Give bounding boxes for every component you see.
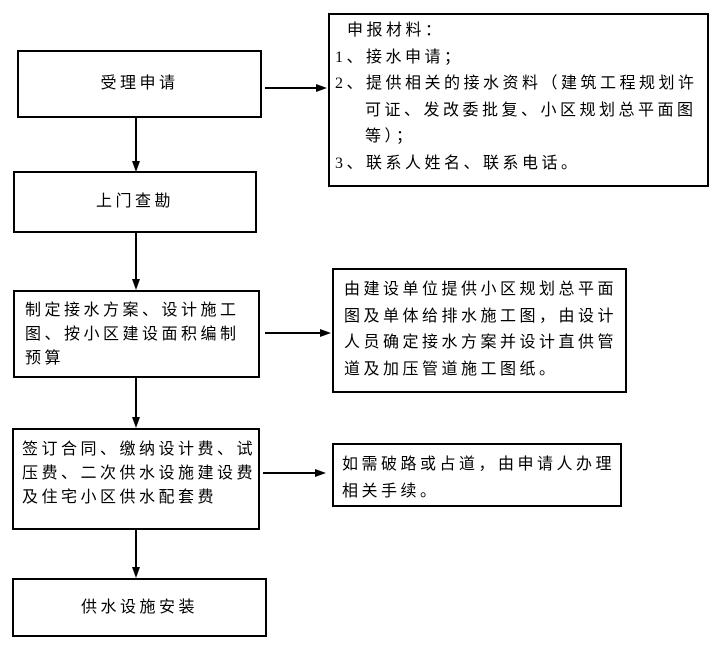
arrow-shaft xyxy=(135,378,137,417)
flow-arrow-right-3 xyxy=(263,469,326,478)
flow-arrow-down-3 xyxy=(132,378,141,428)
arrow-shaft xyxy=(263,472,315,474)
flow-arrow-right-2 xyxy=(265,329,331,338)
flow-step-site-survey: 上门查勘 xyxy=(13,171,257,233)
note-application-materials: 申报材料： 1、接水申请； 2、提供相关的接水资料（建筑工程规划许可证、发改委批… xyxy=(328,13,709,187)
arrow-right-icon xyxy=(320,329,331,337)
flow-step-label: 签订合同、缴纳设计费、试压费、二次供水设施建设费及住宅小区供水配套费 xyxy=(22,441,257,506)
flow-step-label: 供水设施安装 xyxy=(80,598,198,616)
flow-arrow-down-1 xyxy=(132,118,141,172)
arrow-right-icon xyxy=(315,469,326,477)
note-item: 2、提供相关的接水资料（建筑工程规划许可证、发改委批复、小区规划总平面图等）； xyxy=(335,75,698,145)
flow-arrow-down-2 xyxy=(132,233,141,290)
flow-step-label: 制定接水方案、设计施工图、按小区建设面积编制预算 xyxy=(25,302,240,367)
arrow-shaft xyxy=(265,332,320,334)
arrow-shaft xyxy=(135,118,137,161)
arrow-down-icon xyxy=(132,567,140,578)
flow-arrow-right-1 xyxy=(265,84,327,93)
arrow-shaft xyxy=(265,87,316,89)
flow-step-accept-application: 受理申请 xyxy=(17,50,262,118)
arrow-shaft xyxy=(135,233,137,279)
note-road-occupation-permit: 如需破路或占道，由申请人办理相关手续。 xyxy=(332,443,622,507)
flow-arrow-down-4 xyxy=(132,530,141,578)
note-title: 申报材料： xyxy=(347,22,445,39)
flow-step-facility-installation: 供水设施安装 xyxy=(12,578,267,637)
arrow-down-icon xyxy=(132,161,140,172)
flow-step-plan-design-budget: 制定接水方案、设计施工图、按小区建设面积编制预算 xyxy=(13,290,260,378)
flow-step-label: 受理申请 xyxy=(100,75,179,92)
arrow-right-icon xyxy=(316,84,327,92)
arrow-down-icon xyxy=(132,417,140,428)
note-item: 1、接水申请； xyxy=(335,48,464,66)
flow-step-sign-contract-pay-fees: 签订合同、缴纳设计费、试压费、二次供水设施建设费及住宅小区供水配套费 xyxy=(12,428,260,530)
arrow-down-icon xyxy=(132,279,140,290)
note-text: 如需破路或占道，由申请人办理相关手续。 xyxy=(342,456,616,500)
note-item: 3、联系人姓名、联系电话。 xyxy=(335,154,581,172)
note-design-requirements: 由建设单位提供小区规划总平面图及单体给排水施工图，由设计人员确定接水方案并设计直… xyxy=(332,268,627,393)
arrow-shaft xyxy=(135,530,137,567)
flow-step-label: 上门查勘 xyxy=(95,193,174,210)
note-text: 由建设单位提供小区规划总平面图及单体给排水施工图，由设计人员确定接水方案并设计直… xyxy=(344,281,618,378)
